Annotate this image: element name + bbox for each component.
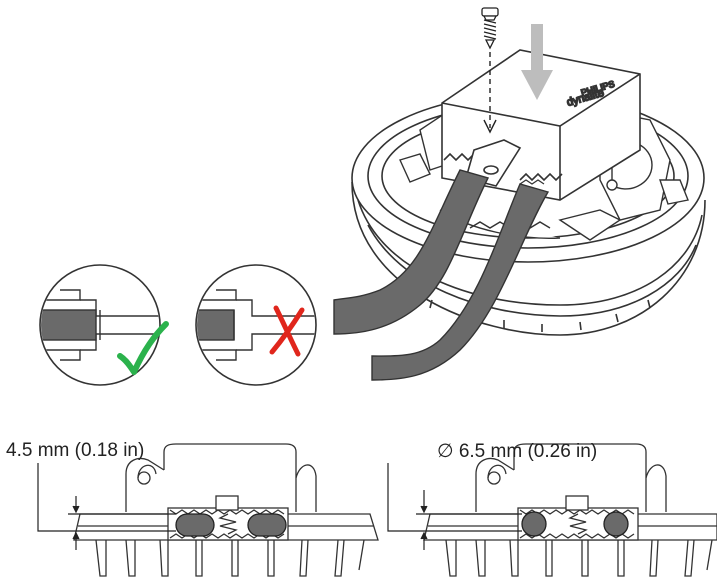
- control-module: PHILIPS dynalite: [441, 49, 641, 201]
- cross-section-flat: [73, 443, 379, 577]
- dimension-lines-round: [387, 463, 522, 550]
- round-cable-sections: [521, 511, 629, 537]
- flat-cable-sections: [175, 513, 287, 537]
- dimension-lines-flat: [37, 463, 176, 550]
- screw-guide-arrowhead: [483, 119, 497, 134]
- cross-icon: [269, 305, 305, 357]
- cross-section-round: [423, 443, 717, 577]
- detail-correct: [39, 264, 161, 386]
- detail-incorrect: [195, 264, 317, 386]
- down-arrow-icon: [521, 24, 553, 100]
- cables: [333, 169, 550, 381]
- checkmark-icon: [117, 321, 169, 375]
- flat-cable-dimension-label: 4.5 mm (0.18 in): [6, 440, 145, 461]
- screw-icon: [481, 7, 499, 50]
- round-cable-dimension-label: ∅ 6.5 mm (0.26 in): [437, 441, 598, 462]
